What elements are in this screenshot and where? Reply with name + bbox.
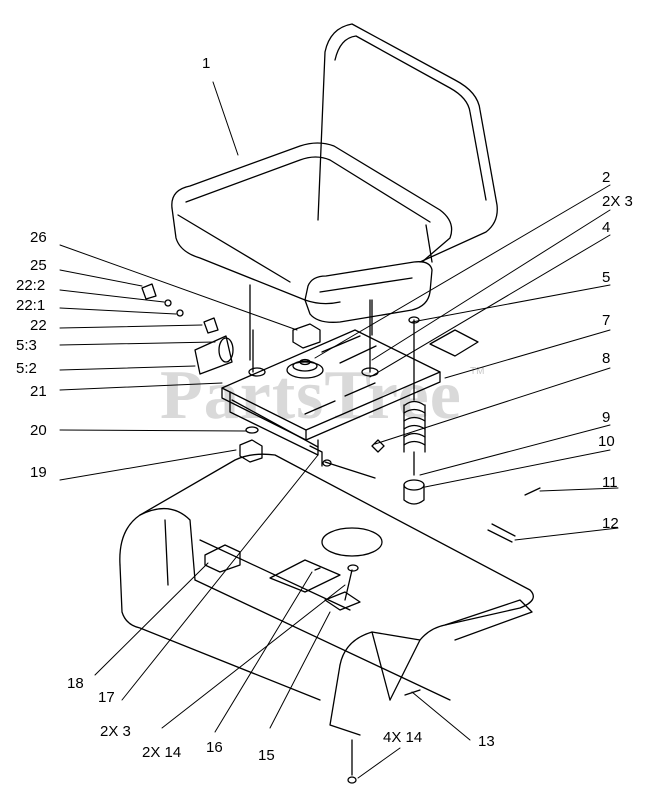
seat-part: [171, 23, 498, 361]
callout-5-2: 5:2: [16, 360, 37, 377]
callout-20: 20: [30, 422, 47, 439]
callout-5: 5: [602, 269, 611, 286]
watermark-trademark: TM: [470, 366, 485, 377]
callout-2x3-bottom: 2X 3: [100, 723, 131, 740]
spring-hardware: [371, 316, 426, 505]
callout-17: 17: [98, 689, 115, 706]
seat-switch-assembly: [141, 283, 234, 375]
callout-22-1: 22:1: [16, 297, 46, 314]
misc-parts: [239, 299, 541, 784]
leader-lines: [59, 81, 619, 779]
callout-13: 13: [478, 733, 495, 750]
callout-10: 10: [598, 433, 615, 450]
callout-2x14: 2X 14: [142, 744, 182, 761]
callout-9: 9: [602, 409, 611, 426]
callout-11: 11: [602, 474, 618, 491]
callout-2: 2: [602, 169, 611, 186]
callout-26: 26: [30, 229, 47, 246]
seat-plate: [221, 323, 479, 467]
callout-19: 19: [30, 464, 47, 481]
callout-25: 25: [30, 257, 47, 274]
callout-1: 1: [202, 55, 211, 72]
callout-22-2: 22:2: [16, 277, 46, 294]
callout-4x14: 4X 14: [383, 729, 423, 746]
fender-deck: [119, 453, 534, 736]
callout-18: 18: [67, 675, 84, 692]
callout-7: 7: [602, 312, 611, 329]
callout-21: 21: [30, 383, 47, 400]
callout-22: 22: [30, 317, 47, 334]
callout-12: 12: [602, 515, 619, 532]
callout-4: 4: [602, 219, 611, 236]
callout-15: 15: [258, 747, 275, 764]
callout-5-3: 5:3: [16, 337, 37, 354]
callout-16: 16: [206, 739, 223, 756]
callout-8: 8: [602, 350, 611, 367]
callout-2x3-top: 2X 3: [602, 193, 633, 210]
